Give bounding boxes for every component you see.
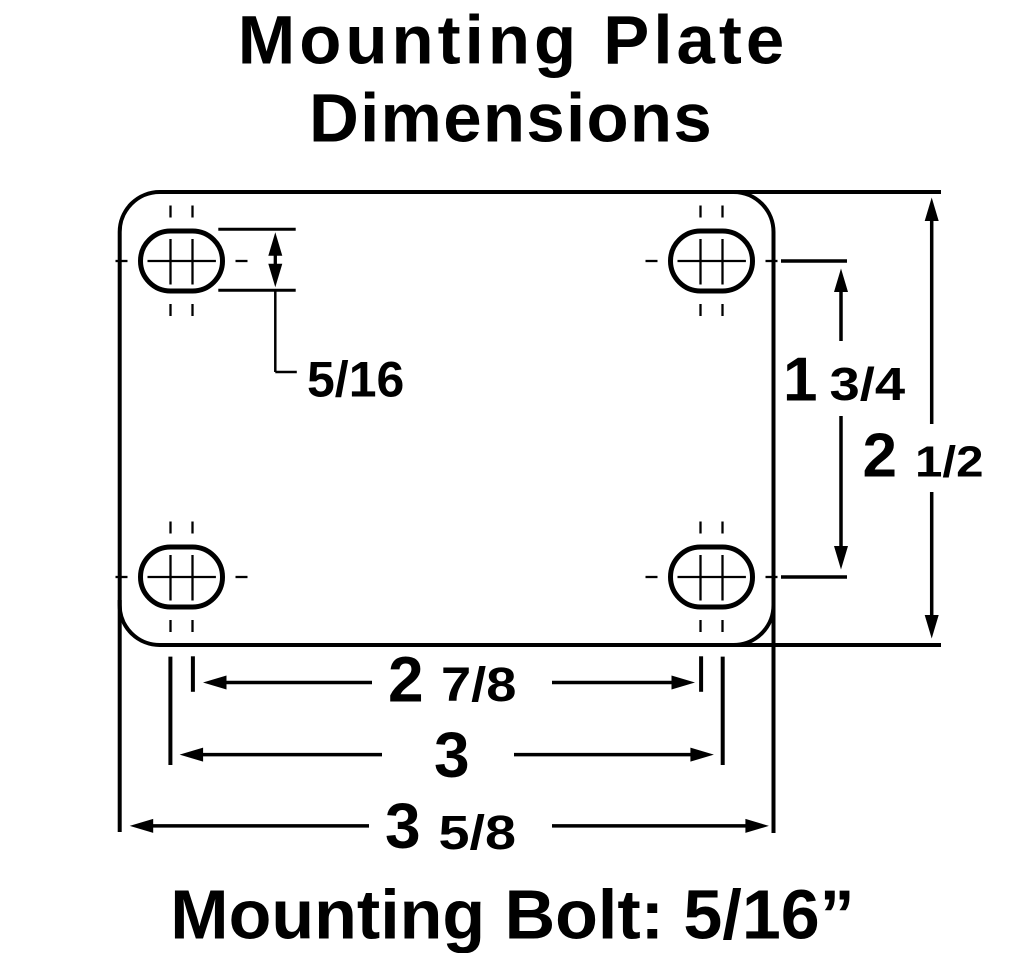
svg-text:Mounting Bolt: 5/16”: Mounting Bolt: 5/16” [170, 875, 854, 953]
svg-text:3/4: 3/4 [830, 358, 906, 410]
svg-text:5/16: 5/16 [307, 352, 404, 408]
svg-text:1/2: 1/2 [915, 437, 984, 486]
svg-text:1: 1 [783, 346, 817, 415]
svg-text:3: 3 [434, 719, 470, 791]
svg-text:Dimensions: Dimensions [309, 79, 713, 156]
svg-text:3: 3 [385, 790, 421, 862]
svg-text:2: 2 [863, 422, 897, 491]
svg-text:2: 2 [388, 644, 424, 716]
svg-text:7/8: 7/8 [441, 658, 516, 711]
svg-text:5/8: 5/8 [439, 806, 517, 860]
svg-text:Mounting Plate: Mounting Plate [238, 1, 788, 78]
